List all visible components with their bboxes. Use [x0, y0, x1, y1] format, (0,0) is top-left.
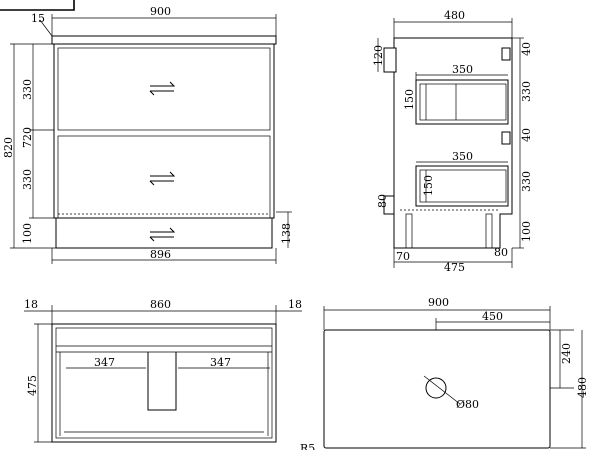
side-upper-drawer-height-label: 330: [520, 81, 533, 102]
title-box-corner: [0, 0, 75, 11]
plinth-handle-icon: [149, 227, 176, 242]
plan-inner-width-label: 860: [150, 298, 171, 311]
plan-siphon-cutout: [147, 352, 177, 411]
side-upper-drawer-depth-label: 350: [452, 63, 473, 76]
front-view: 900 896 820 330 720 330 100 15: [2, 5, 293, 264]
front-total-height-label: 820: [2, 137, 15, 158]
side-lower-drawer-inner-label: 150: [422, 175, 435, 196]
side-base-width-label: 475: [444, 261, 465, 274]
plan-depth-label: 475: [26, 375, 39, 396]
side-plinth-right-label: 100: [520, 221, 533, 242]
top-tap-hole-icon: [425, 377, 447, 399]
top-hole-depth-label: 240: [560, 343, 573, 364]
plan-left-drawer-label: 347: [94, 356, 115, 369]
plan-right-side-label: 18: [288, 298, 302, 311]
side-base-left-label: 70: [396, 250, 410, 263]
front-plinth-side-label: 138: [280, 223, 293, 244]
side-middle-right-label: 40: [520, 128, 533, 142]
side-top-right-label: 40: [520, 42, 533, 56]
plan-view: 18 860 18 347 347 475: [24, 298, 302, 443]
top-outline: [323, 329, 551, 449]
lower-drawer-handle-icon: [149, 171, 176, 186]
front-top-slab: [51, 35, 277, 45]
side-lower-drawer-depth-label: 350: [452, 150, 473, 163]
side-upper-drawer-inner-label: 150: [403, 89, 416, 110]
top-depth-label: 480: [576, 377, 589, 398]
plan-left-side-label: 18: [24, 298, 38, 311]
top-width-label: 900: [428, 296, 449, 309]
front-upper-drawer-label: 330: [21, 79, 34, 100]
side-view: 480 350 150 350 150 120 80: [372, 9, 533, 274]
plan-outline: [51, 323, 277, 443]
upper-drawer-handle-icon: [149, 81, 176, 96]
front-base-width-label: 896: [150, 248, 171, 261]
front-width-label: 900: [150, 5, 171, 18]
top-hole-offset-label: 450: [482, 310, 503, 323]
side-top-height-label: 120: [372, 45, 385, 66]
top-hole-diameter-label: Ø80: [456, 398, 479, 411]
side-lower-left-label: 80: [376, 194, 389, 208]
top-view: 900 450 Ø80 240 480 R5: [300, 296, 589, 450]
side-outline: [393, 37, 513, 249]
side-upper-drawer: [415, 79, 509, 125]
front-top-offset-label: 15: [31, 12, 45, 25]
side-depth-label: 480: [444, 9, 465, 22]
front-lower-drawer-label: 330: [21, 169, 34, 190]
side-lower-drawer-height-label: 330: [520, 171, 533, 192]
side-base-right-label: 80: [494, 246, 508, 259]
front-body-height-label: 720: [21, 127, 34, 148]
front-carcass: [53, 43, 275, 219]
front-plinth: [55, 217, 273, 249]
side-lower-drawer: [415, 165, 509, 207]
front-plinth-height-label: 100: [21, 223, 34, 244]
plan-right-drawer-label: 347: [210, 356, 231, 369]
top-corner-radius-label: R5: [300, 442, 315, 450]
